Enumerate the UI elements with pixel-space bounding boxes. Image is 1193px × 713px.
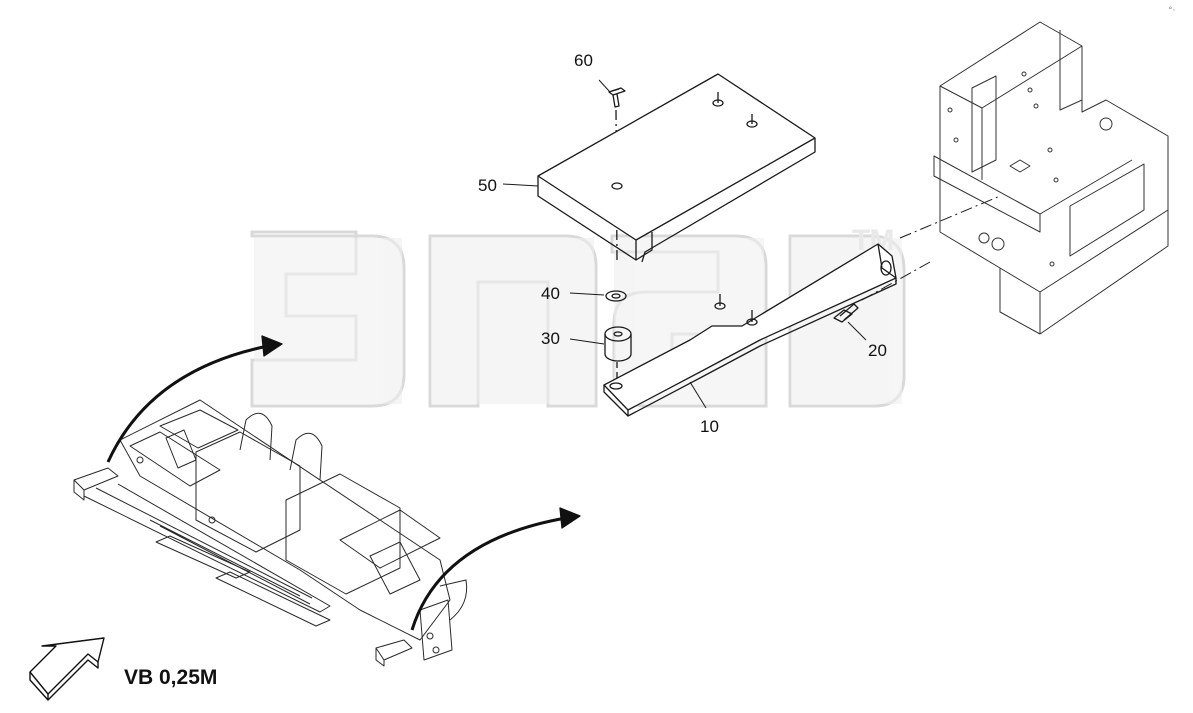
- callout-30: 30: [541, 329, 560, 348]
- part-10-bracket: [603, 243, 897, 417]
- part-50-cover: [537, 73, 816, 263]
- callout-10: 10: [700, 417, 719, 436]
- part-20-bolt: [833, 303, 859, 323]
- callout-60: 60: [574, 51, 593, 70]
- view-direction-arrow-icon: [29, 637, 105, 701]
- part-60-screw: [608, 87, 626, 108]
- curved-arrow-icon: [410, 516, 567, 631]
- frame-assembly: [933, 21, 1169, 335]
- callout-50: 50: [478, 176, 497, 195]
- callout-40: 40: [541, 284, 560, 303]
- corner-mark: °·: [1168, 6, 1176, 16]
- machine-overview: [73, 399, 468, 667]
- part-40-washer: [605, 290, 627, 302]
- part-30-mount: [604, 326, 632, 362]
- view-caption: VB 0,25M: [124, 666, 218, 689]
- callout-20: 20: [868, 341, 887, 360]
- curved-arrow-icon: [106, 344, 269, 463]
